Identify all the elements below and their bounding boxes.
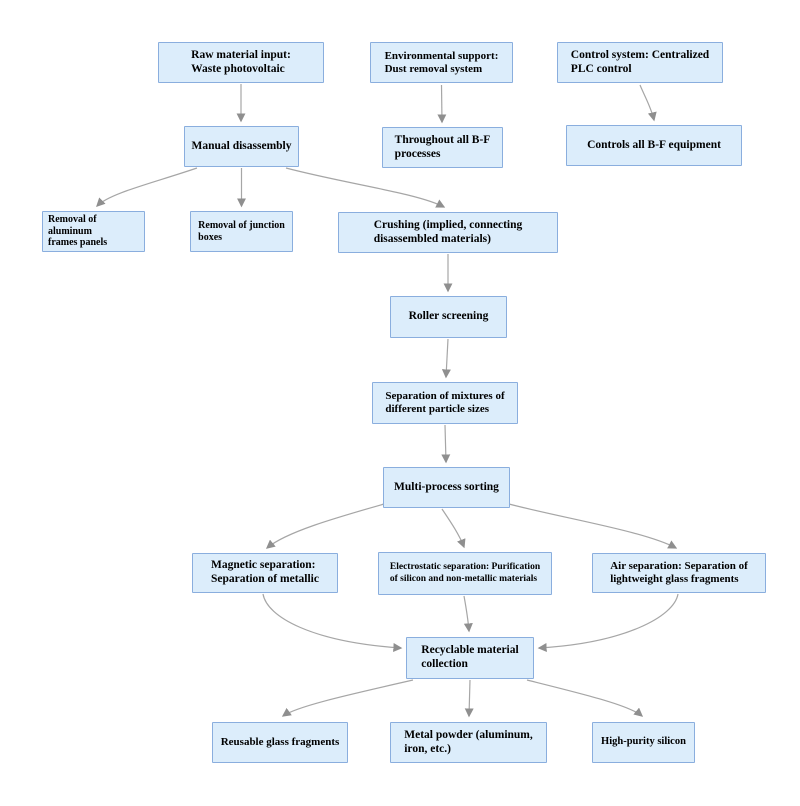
node-raw-material-input: Raw material input: Waste photovoltaic: [158, 42, 324, 83]
edge-multi-to-electro: [441, 508, 466, 549]
node-label: Electrostatic separation: Purification o…: [389, 562, 541, 584]
node-label: Throughout all B-F processes: [394, 133, 491, 160]
node-label: Removal of junction boxes: [198, 219, 285, 243]
node-label: Removal of aluminum frames panels: [48, 213, 108, 249]
node-removal-junction-boxes: Removal of junction boxes: [190, 211, 293, 252]
node-label: Crushing (implied, connecting disassembl…: [373, 218, 523, 245]
edge-recyclable-to-metal: [464, 679, 474, 718]
node-label: Reusable glass fragments: [220, 736, 340, 749]
node-throughout-processes: Throughout all B-F processes: [382, 127, 503, 168]
edge-control-to-controls-eq: [639, 84, 657, 122]
edge-recyclable-to-high-purity: [526, 679, 644, 717]
node-roller-screening: Roller screening: [390, 296, 507, 338]
node-electrostatic-separation: Electrostatic separation: Purification o…: [378, 552, 552, 595]
node-label: Control system: Centralized PLC control: [570, 48, 710, 75]
node-removal-aluminum-frames: Removal of aluminum frames panels: [42, 211, 145, 252]
node-label: Environmental support: Dust removal syst…: [384, 49, 499, 75]
node-separation-mixtures: Separation of mixtures of different part…: [372, 382, 518, 424]
node-label: Magnetic separation: Separation of metal…: [211, 559, 319, 585]
node-label: Multi-process sorting: [394, 480, 499, 493]
node-magnetic-separation: Magnetic separation: Separation of metal…: [192, 553, 338, 593]
node-multi-process-sorting: Multi-process sorting: [383, 467, 510, 508]
edge-air-to-recyclable: [537, 593, 679, 653]
node-label: Recyclable material collection: [421, 644, 519, 670]
edge-multi-to-air: [508, 503, 678, 549]
node-manual-disassembly: Manual disassembly: [184, 126, 299, 167]
node-crushing: Crushing (implied, connecting disassembl…: [338, 212, 558, 253]
node-label: Roller screening: [408, 310, 489, 323]
node-metal-powder: Metal powder (aluminum, iron, etc.): [390, 722, 547, 763]
node-label: Separation of mixtures of different part…: [385, 390, 505, 415]
edge-electro-to-recyclable: [463, 595, 473, 633]
node-label: Controls all B-F equipment: [587, 138, 721, 151]
edge-env-to-throughout: [437, 84, 447, 124]
node-controls-equipment: Controls all B-F equipment: [566, 125, 742, 166]
node-control-system: Control system: Centralized PLC control: [557, 42, 723, 83]
node-environmental-support: Environmental support: Dust removal syst…: [370, 42, 513, 83]
node-label: Metal powder (aluminum, iron, etc.): [404, 728, 533, 755]
node-label: Air separation: Separation of lightweigh…: [610, 560, 748, 585]
node-air-separation: Air separation: Separation of lightweigh…: [592, 553, 766, 593]
node-recyclable-collection: Recyclable material collection: [406, 637, 534, 679]
edge-manual-to-crushing: [285, 167, 446, 208]
edge-roller-to-sep-mix: [441, 338, 451, 379]
edge-magnetic-to-recyclable: [262, 593, 403, 652]
edge-multi-to-magnetic: [265, 503, 385, 549]
edge-recyclable-to-reusable: [281, 679, 414, 717]
edge-sep-mix-to-multi: [441, 424, 451, 464]
node-high-purity-silicon: High-purity silicon: [592, 722, 695, 763]
node-label: Raw material input: Waste photovoltaic: [191, 48, 291, 75]
node-label: High-purity silicon: [601, 736, 686, 748]
edge-manual-to-rem-alum: [96, 167, 198, 207]
node-reusable-glass: Reusable glass fragments: [212, 722, 348, 763]
node-label: Manual disassembly: [191, 139, 292, 152]
